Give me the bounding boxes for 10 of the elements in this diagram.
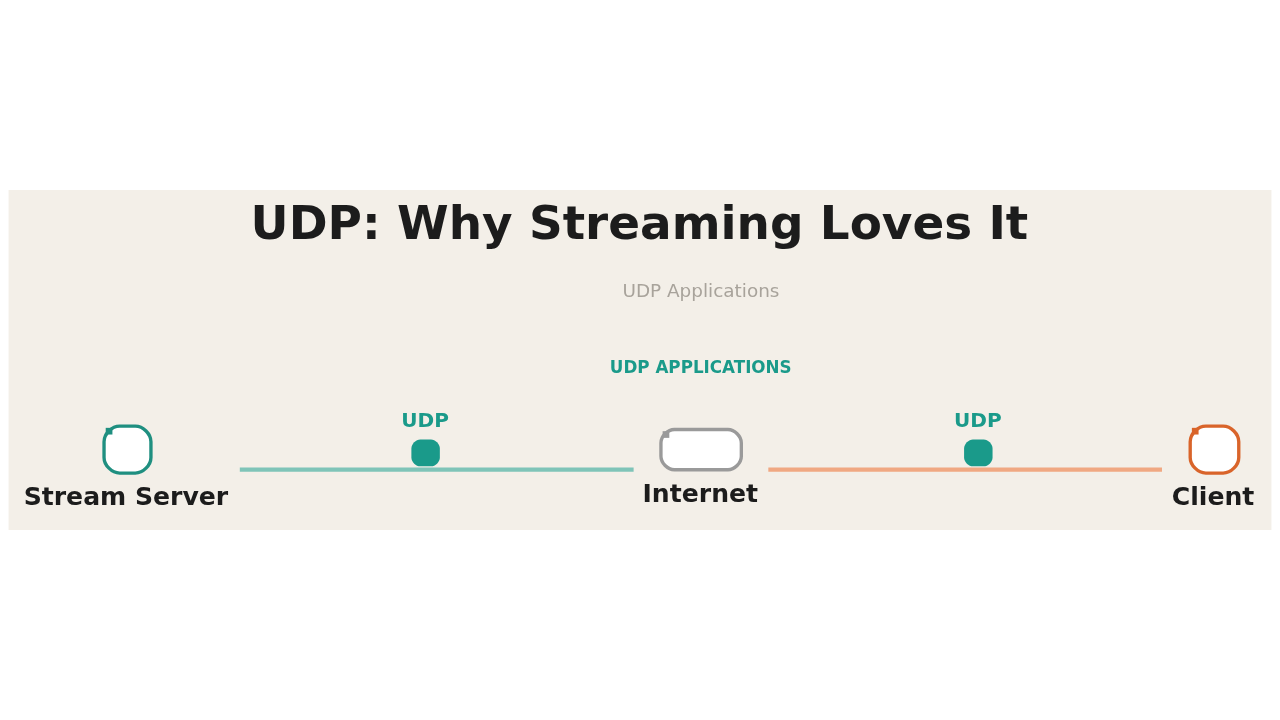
- diagram-title: UDP: Why Streaming Loves It: [250, 195, 1029, 251]
- label: UDP APPLICATIONS: [609, 357, 792, 378]
- connector: [768, 467, 1162, 472]
- label: UDP Applications: [622, 279, 780, 301]
- edge-label: UDP: [954, 408, 1002, 433]
- connector: [239, 467, 634, 472]
- node-label: Internet: [642, 478, 759, 508]
- node-label: Client: [1171, 481, 1255, 511]
- edge-label: UDP: [401, 408, 450, 433]
- node-label: Stream Server: [23, 481, 229, 511]
